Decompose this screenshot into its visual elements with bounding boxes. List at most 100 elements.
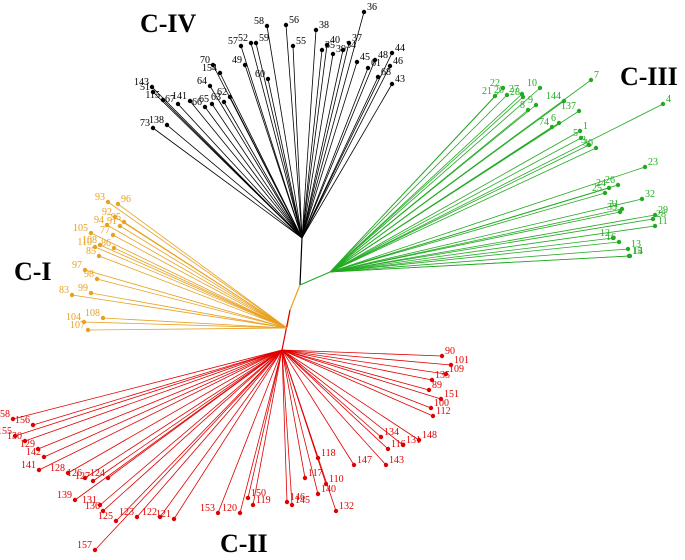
- branch-c2: [281, 349, 443, 357]
- leaf-node: [72, 497, 78, 503]
- leaf-label: 123: [119, 507, 134, 518]
- leaf-label: 143: [389, 455, 404, 466]
- leaf-node: [157, 514, 163, 520]
- leaf-label: 35: [325, 40, 335, 51]
- leaf-label: 96: [121, 194, 131, 205]
- leaf-node: [238, 43, 244, 49]
- branch-c2: [281, 349, 306, 479]
- leaf-node: [160, 97, 166, 103]
- leaf-node: [576, 108, 582, 114]
- leaf-label: 158: [0, 409, 10, 420]
- branch-root-c3: [299, 271, 331, 286]
- leaf-node: [97, 502, 103, 508]
- branch-c4: [152, 91, 303, 239]
- leaf-node: [561, 98, 567, 104]
- leaf-label: 30: [583, 138, 593, 149]
- leaf-node: [149, 84, 155, 90]
- leaf-node: [627, 253, 633, 259]
- leaf-label: 6: [551, 113, 556, 124]
- leaf-label: 139: [57, 490, 72, 501]
- branch-c2: [281, 349, 447, 375]
- leaf-label: 73: [140, 118, 150, 129]
- leaf-label: 49: [232, 55, 242, 66]
- branch-c1: [94, 246, 288, 329]
- branch-c4: [255, 42, 303, 239]
- leaf-node: [105, 475, 111, 481]
- branch-c1: [102, 317, 288, 329]
- leaf-node: [265, 76, 271, 82]
- leaf-label: 94: [94, 215, 104, 226]
- leaf-label: 85: [86, 246, 96, 257]
- branch-c4: [189, 100, 303, 239]
- branch-c2: [38, 349, 283, 471]
- leaf-label: 156: [15, 415, 30, 426]
- branch-c1: [90, 292, 288, 329]
- branch-c2: [281, 349, 355, 466]
- leaf-node: [351, 462, 357, 468]
- branch-c3: [329, 218, 654, 273]
- leaf-node: [111, 245, 117, 251]
- leaf-node: [69, 292, 75, 298]
- leaf-node: [134, 514, 140, 520]
- branch-c4: [166, 124, 303, 239]
- leaf-node: [361, 9, 367, 15]
- leaf-label: 110: [77, 237, 92, 248]
- leaf-label: 61: [371, 58, 381, 69]
- leaf-node: [323, 481, 329, 487]
- branch-c1: [98, 255, 288, 329]
- leaf-node: [253, 40, 259, 46]
- leaf-node: [36, 467, 42, 473]
- branch-c4: [301, 65, 391, 239]
- branch-root-c4: [299, 237, 303, 286]
- branch-c1: [84, 269, 288, 329]
- leaf-label: 55: [296, 36, 306, 47]
- leaf-label: 116: [391, 439, 406, 450]
- leaf-label: 100: [434, 398, 449, 409]
- leaf-label: 34: [346, 40, 356, 51]
- leaf-label: 64: [197, 76, 207, 87]
- leaf-label: 58: [254, 16, 264, 27]
- branch-c4: [301, 49, 344, 239]
- branch-c2: [136, 349, 283, 518]
- leaf-node: [289, 502, 295, 508]
- leaf-label: 148: [422, 430, 437, 441]
- branch-c4: [301, 59, 376, 239]
- branch-c2: [281, 349, 430, 391]
- leaf-label: 119: [256, 495, 271, 506]
- leaf-node: [375, 74, 381, 80]
- leaf-node: [602, 190, 608, 196]
- branch-c4: [267, 78, 303, 239]
- leaf-node: [365, 65, 371, 71]
- leaf-node: [150, 125, 156, 131]
- branch-c2: [281, 349, 433, 381]
- leaf-node: [556, 120, 562, 126]
- branch-c2: [252, 349, 283, 506]
- branch-c3: [329, 187, 610, 273]
- leaf-label: 132: [339, 501, 354, 512]
- branch-c2: [281, 349, 442, 400]
- leaf-node: [209, 101, 215, 107]
- leaf-node: [429, 377, 435, 383]
- branch-c2: [92, 349, 283, 482]
- leaf-label: 154: [202, 63, 217, 74]
- leaf-label: 107: [70, 320, 85, 331]
- leaf-label: 112: [436, 406, 451, 417]
- cluster-titles: C-IV C-III C-I C-II: [14, 9, 678, 558]
- branch-c4: [301, 29, 317, 239]
- cluster-title-c3: C-III: [620, 62, 678, 91]
- branch-c2: [281, 349, 389, 450]
- branch-c4: [301, 52, 393, 239]
- leaf-label: 141: [172, 91, 187, 102]
- branch-c3: [329, 208, 623, 273]
- leaf-label: 108: [85, 308, 100, 319]
- leaf-node: [248, 40, 254, 46]
- leaf-label: 118: [321, 448, 336, 459]
- leaf-node: [96, 253, 102, 259]
- branch-c2: [43, 349, 283, 458]
- leaf-label: 101: [454, 355, 469, 366]
- leaf-node: [383, 462, 389, 468]
- branch-c1: [99, 244, 288, 329]
- leaf-label: 22: [490, 78, 500, 89]
- leaf-node: [650, 216, 656, 222]
- leaf-node: [504, 92, 510, 98]
